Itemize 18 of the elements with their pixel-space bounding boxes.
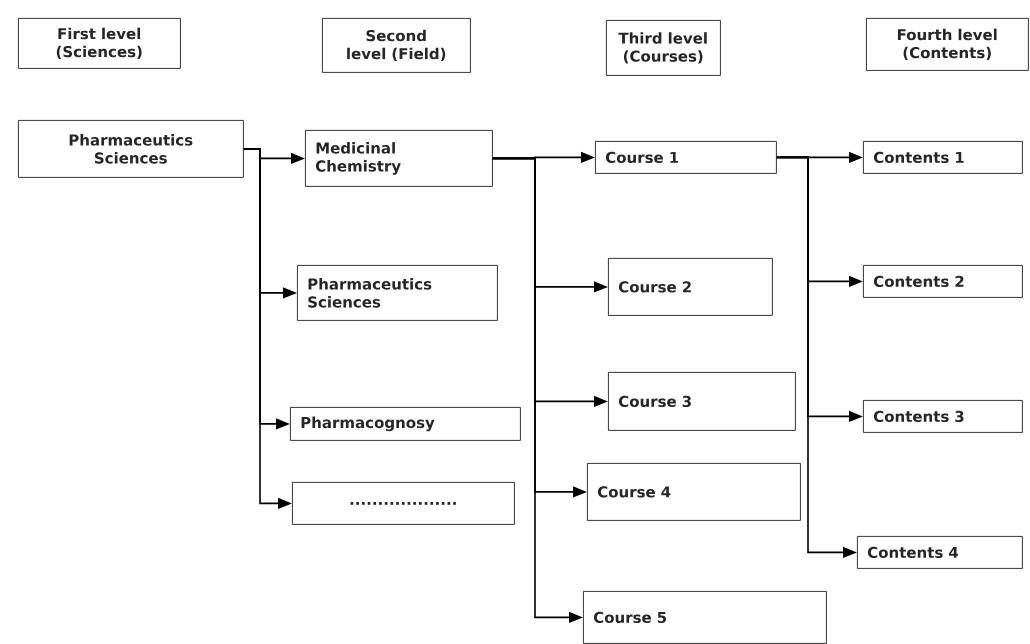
contents-box: Contents 1 <box>863 141 1023 174</box>
field-box: Pharmaceutics Sciences <box>297 265 498 321</box>
course-box: Course 5 <box>583 591 827 644</box>
level-heading-box: First level (Sciences) <box>18 18 181 69</box>
level-heading-box: Second level (Field) <box>322 18 471 73</box>
contents-box: Contents 3 <box>863 400 1023 433</box>
course-box: Course 3 <box>608 372 796 431</box>
field-box: Medicinal Chemistry <box>305 130 493 187</box>
course-box: Course 4 <box>587 463 801 521</box>
level-heading-box: Third level (Courses) <box>606 20 721 76</box>
level-heading-box: Fourth level (Contents) <box>866 18 1029 71</box>
contents-box: Contents 4 <box>857 536 1023 569</box>
field-box: Pharmacognosy <box>290 407 521 441</box>
field-box: ................... <box>292 482 515 525</box>
course-box: Course 2 <box>608 258 773 316</box>
science-box: Pharmaceutics Sciences <box>18 120 244 178</box>
course-box: Course 1 <box>595 141 777 174</box>
contents-box: Contents 2 <box>863 265 1023 298</box>
